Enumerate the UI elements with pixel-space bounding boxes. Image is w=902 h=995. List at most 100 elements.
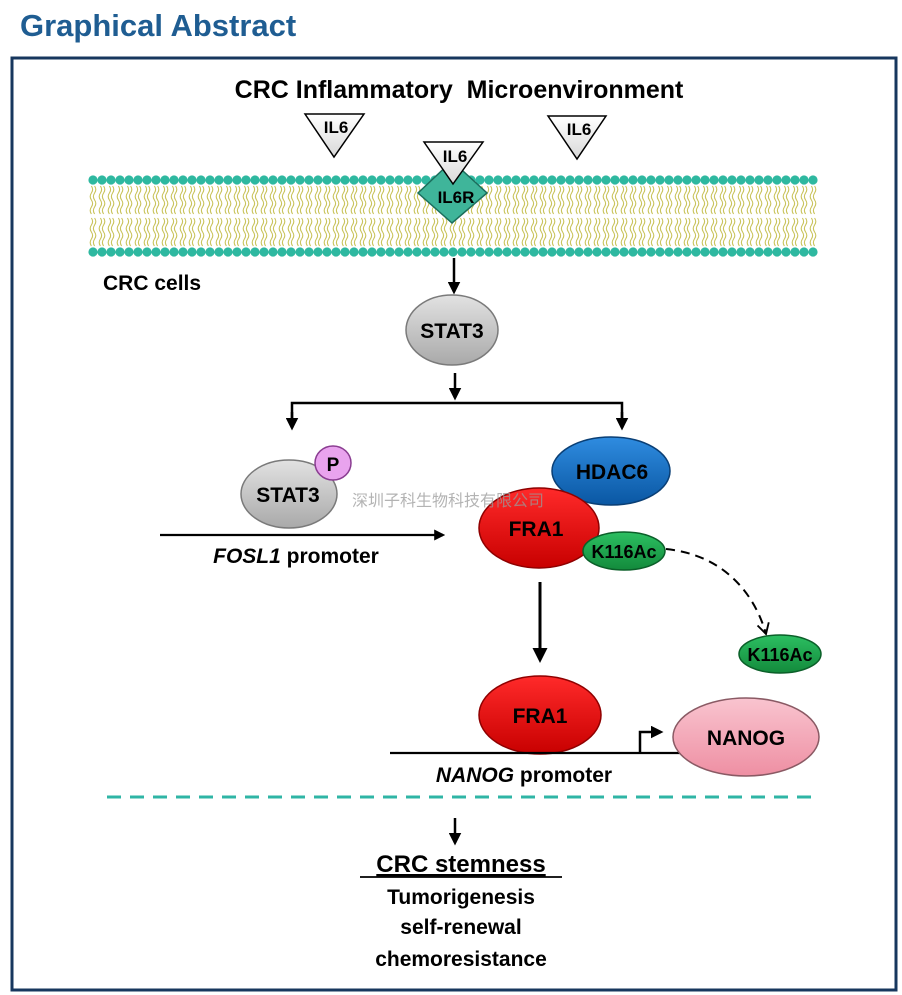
lipid-tail [152, 185, 157, 215]
lipid-head [736, 247, 746, 257]
lipid-tail [539, 185, 544, 215]
lipid-tail [161, 217, 166, 247]
lipid-tail [278, 185, 283, 215]
lipid-tail [182, 217, 187, 247]
lipid-head [349, 247, 359, 257]
lipid-tail [719, 217, 724, 247]
lipid-head [484, 247, 494, 257]
lipid-tail [128, 185, 133, 215]
lipid-tail [101, 217, 106, 247]
lipid-head [646, 247, 656, 257]
lipid-tail [578, 185, 583, 215]
lipid-tail [614, 217, 619, 247]
lipid-tail [665, 185, 670, 215]
lipid-head [655, 247, 665, 257]
lipid-head [529, 247, 539, 257]
lipid-head [196, 175, 206, 185]
promoter-word: promoter [514, 764, 612, 787]
lipid-tail [548, 217, 553, 247]
lipid-tail [791, 185, 796, 215]
lipid-head [439, 247, 449, 257]
lipid-head [502, 175, 512, 185]
lipid-head [790, 247, 800, 257]
lipid-tail [431, 217, 436, 247]
deacetylation-arrow [665, 548, 770, 636]
lipid-tail [380, 185, 385, 215]
lipid-tail [164, 217, 169, 247]
lipid-tail [377, 185, 382, 215]
lipid-head [610, 175, 620, 185]
lipid-tail [116, 185, 121, 215]
hdac6-label: HDAC6 [576, 461, 648, 484]
lipid-head [313, 175, 323, 185]
lipid-tail [656, 217, 661, 247]
k116ac-label: K116Ac [747, 645, 812, 665]
lipid-tail [515, 185, 520, 215]
lipid-tail [173, 217, 178, 247]
lipid-head [232, 247, 242, 257]
lipid-head [142, 175, 152, 185]
lipid-tail [776, 185, 781, 215]
lipid-tail [188, 185, 193, 215]
lipid-tail [440, 217, 445, 247]
lipid-tail [398, 185, 403, 215]
lipid-tail [587, 217, 592, 247]
lipid-head [799, 175, 809, 185]
lipid-head [628, 175, 638, 185]
nanog-label: NANOG [707, 727, 785, 750]
lipid-tail [578, 217, 583, 247]
lipid-tail [416, 185, 421, 215]
lipid-tail [308, 185, 313, 215]
lipid-tail [551, 185, 556, 215]
lipid-tail [272, 185, 277, 215]
lipid-tail [755, 185, 760, 215]
lipid-tail [719, 185, 724, 215]
promoter-word: promoter [281, 545, 379, 568]
lipid-head [358, 175, 368, 185]
lipid-tail [728, 217, 733, 247]
lipid-tail [323, 185, 328, 215]
lipid-tail [422, 217, 427, 247]
lipid-tail [215, 217, 220, 247]
lipid-tail [695, 185, 700, 215]
lipid-tail [386, 185, 391, 215]
lipid-tail [218, 217, 223, 247]
lipid-tail [299, 185, 304, 215]
lipid-tail [593, 217, 598, 247]
lipid-tail [476, 217, 481, 247]
lipid-tail [737, 185, 742, 215]
lipid-tail [683, 185, 688, 215]
lipid-tail [191, 217, 196, 247]
lipid-head [754, 175, 764, 185]
lipid-tail [713, 185, 718, 215]
lipid-tail [134, 217, 139, 247]
lipid-tail [569, 185, 574, 215]
lipid-tail [89, 217, 94, 247]
lipid-tail [641, 217, 646, 247]
lipid-head [88, 175, 98, 185]
lipid-tail [488, 217, 493, 247]
fra1-node-promoter: FRA1 [478, 675, 602, 755]
lipid-tail [389, 217, 394, 247]
lipid-head [493, 247, 503, 257]
lipid-head [565, 247, 575, 257]
lipid-head [655, 175, 665, 185]
lipid-tail [170, 185, 175, 215]
lipid-head [196, 247, 206, 257]
lipid-tail [371, 185, 376, 215]
lipid-tail [674, 185, 679, 215]
lipid-tail [809, 185, 814, 215]
lipid-tail [632, 185, 637, 215]
lipid-head [583, 247, 593, 257]
lipid-head [403, 175, 413, 185]
lipid-tail [668, 185, 673, 215]
lipid-head [637, 247, 647, 257]
lipid-head [799, 247, 809, 257]
lipid-tail [200, 217, 205, 247]
lipid-head [178, 175, 188, 185]
stat3-node: STAT3 [405, 294, 499, 366]
lipid-tail [308, 217, 313, 247]
lipid-tail [443, 217, 448, 247]
lipid-tail [587, 185, 592, 215]
